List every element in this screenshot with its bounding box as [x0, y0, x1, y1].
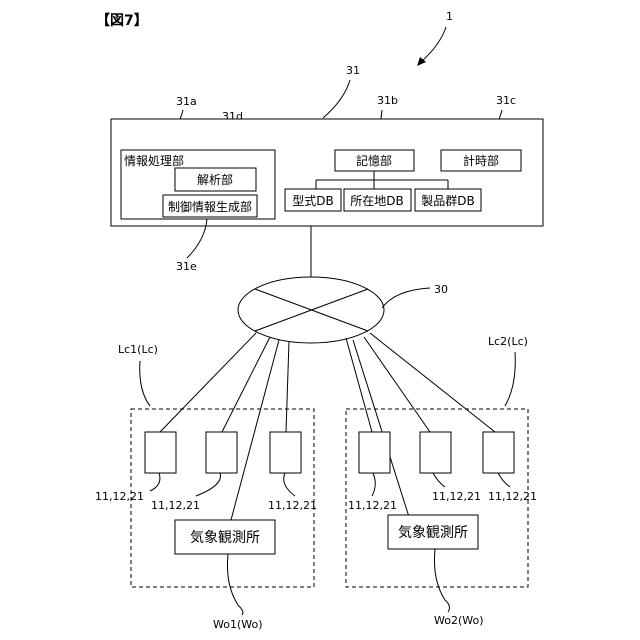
db-model-label: 型式DB [292, 194, 333, 208]
device-6-label: 11,12,21 [488, 490, 537, 503]
link-to-device-1 [160, 333, 256, 432]
system-label: 1 [446, 10, 453, 23]
network-leader [382, 288, 430, 308]
timer-ref: 31c [496, 94, 516, 107]
weather-station-2-label: 気象観測所 [398, 524, 468, 541]
analysis-label: 解析部 [197, 172, 233, 187]
device-5 [420, 432, 451, 473]
device-5-label: 11,12,21 [432, 490, 481, 503]
device-4-label: 11,12,21 [348, 499, 397, 512]
network-ref: 30 [434, 283, 448, 296]
lc2-leader [505, 352, 515, 406]
server-leader [323, 80, 350, 118]
link-to-device-3 [286, 341, 289, 432]
system-arrow-line [421, 27, 446, 62]
device-2-leader [196, 473, 221, 496]
device-4 [359, 432, 390, 473]
storage-ref: 31b [377, 94, 398, 107]
wo2-leader [434, 549, 449, 612]
timer-label: 計時部 [463, 153, 499, 168]
device-1-leader [150, 473, 160, 491]
device-2-label: 11,12,21 [151, 499, 200, 512]
device-4-leader [372, 473, 375, 496]
wo1-leader [227, 554, 242, 615]
link-to-device-6 [370, 333, 495, 432]
info-processing-ref: 31a [176, 95, 197, 108]
figure-title: 【図7】 [96, 13, 148, 29]
device-3-label: 11,12,21 [268, 499, 317, 512]
db-product-group-label: 製品群DB [421, 194, 474, 208]
device-6 [483, 432, 514, 473]
link-to-device-2 [222, 337, 270, 432]
lc1-label: Lc1(Lc) [118, 343, 158, 356]
control-gen-ref: 31e [176, 260, 197, 273]
server-label: 31 [346, 64, 360, 77]
wo2-label: Wo2(Wo) [434, 614, 484, 627]
lc2-label: Lc2(Lc) [488, 335, 528, 348]
storage-label: 記憶部 [356, 153, 392, 168]
wo1-label: Wo1(Wo) [213, 618, 263, 631]
link-to-station-2 [353, 340, 410, 520]
device-1 [145, 432, 176, 473]
device-6-leader [498, 473, 510, 487]
device-1-label: 11,12,21 [95, 490, 144, 503]
control-info-gen-label: 制御情報生成部 [168, 199, 252, 214]
weather-station-1-label: 気象観測所 [190, 529, 260, 546]
device-5-leader [433, 473, 445, 487]
device-2 [206, 432, 237, 473]
link-to-device-4 [346, 338, 372, 432]
device-3-leader [284, 473, 295, 496]
info-processing-label: 情報処理部 [124, 153, 184, 168]
device-3 [270, 432, 301, 473]
db-location-label: 所在地DB [350, 194, 403, 208]
lc1-leader [140, 361, 150, 406]
link-to-device-5 [364, 337, 430, 432]
